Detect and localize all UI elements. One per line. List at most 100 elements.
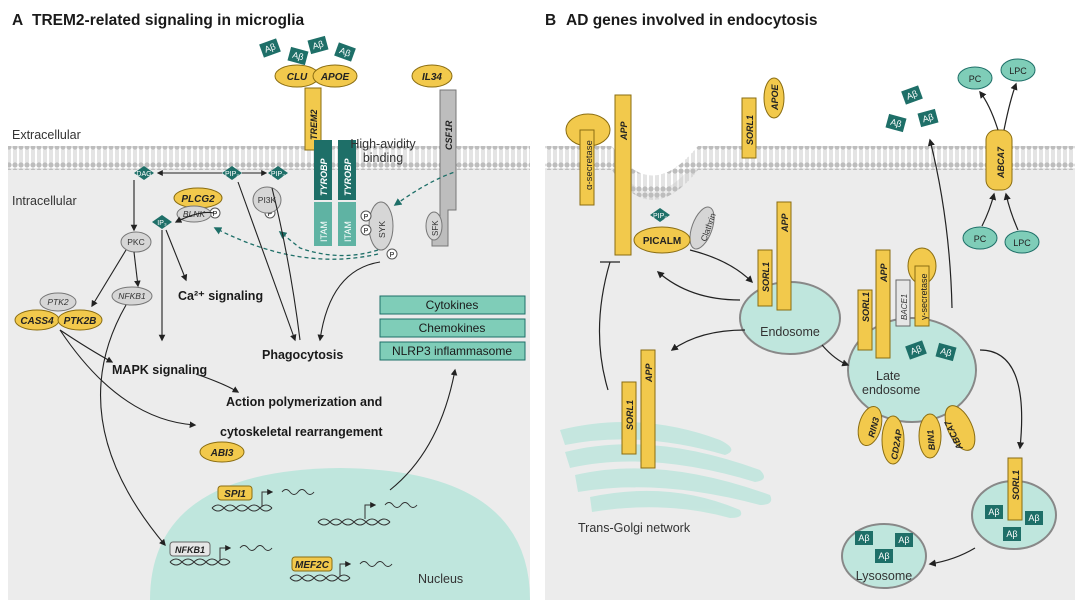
clu-label: CLU (287, 72, 308, 83)
alpha-secretase-label: α-secretase (584, 140, 595, 190)
abeta-extracellular-b: Aβ Aβ Aβ (885, 85, 939, 133)
app-golgi-label: APP (644, 362, 654, 383)
sorl1-surface (741, 97, 757, 159)
tyrobp-label-2: TYROBP (343, 158, 353, 197)
sorl1-golgi-label: SORL1 (625, 400, 635, 430)
lysosome-label: Lysosome (856, 569, 913, 583)
plcg2-label: PLCG2 (181, 194, 215, 205)
binding-label: binding (363, 151, 403, 165)
action-polymerization-label: Action polymerization and (226, 395, 382, 409)
phospho-sites: P P P P P (209, 207, 398, 260)
abeta-label: Aβ (291, 50, 304, 63)
ip3-molecule: IP₃ (152, 215, 172, 229)
nucleus-label: Nucleus (418, 572, 463, 586)
trafficking-arrows (598, 82, 1025, 567)
panel-b-title: AD genes involved in endocytosis (566, 12, 818, 29)
abeta-label: Aβ (1006, 529, 1017, 539)
abeta-label: Aβ (898, 535, 909, 545)
itam-1 (314, 202, 332, 246)
nfkb1-gene-label: NFKB1 (175, 545, 205, 555)
dag-label: DAG (136, 171, 151, 178)
abeta-label: Aβ (905, 88, 919, 101)
itam-2 (338, 202, 356, 246)
itam-label-1: ITAM (319, 221, 329, 242)
pkc-label: PKC (127, 237, 144, 247)
sorl1-late-label: SORL1 (861, 292, 871, 322)
panel-a-title: TREM2-related signaling in microglia (32, 12, 305, 29)
pc-in-label: PC (974, 234, 987, 244)
app-surface (614, 94, 632, 256)
ca-signaling-label: Ca²⁺ signaling (178, 289, 263, 303)
abeta-lysosome: Aβ Aβ Aβ (855, 531, 913, 563)
abeta-label: Aβ (338, 45, 352, 58)
syk-to-plcg2-arrow (213, 227, 379, 260)
lpc-out-label: LPC (1009, 66, 1027, 76)
sfk-protein (425, 211, 443, 241)
apoe-protein (312, 64, 358, 88)
nfkb1-gene (169, 541, 211, 557)
csf1r-label: CSF1R (444, 120, 454, 150)
app-late-label: APP (879, 262, 889, 283)
lpc-out (1000, 58, 1036, 82)
spi1-gene (217, 485, 253, 501)
signaling-arrows (59, 180, 458, 547)
cd2ap (881, 415, 905, 465)
apoe-b (763, 77, 785, 119)
cass4-label: CASS4 (20, 316, 54, 327)
pc-in (962, 226, 998, 250)
app-endosome (776, 201, 792, 311)
ptk2-protein (39, 292, 77, 312)
dna-strands (169, 489, 418, 582)
high-avidity-label: High-avidity (350, 137, 416, 151)
rin3 (857, 405, 883, 447)
intracellular-label: Intracellular (12, 194, 77, 208)
sorl1-late (857, 289, 873, 351)
late-label: Late (876, 369, 900, 383)
gamma-secretase-label: γ-secretase (919, 273, 929, 320)
ptk2b-protein (57, 309, 103, 331)
app-endo-label: APP (780, 212, 790, 233)
abca7-late (944, 405, 976, 451)
lpc-in-label: LPC (1013, 238, 1031, 248)
extracellular-label: Extracellular (12, 128, 81, 142)
nlrp3-label: NLRP3 inflammasome (392, 344, 512, 358)
chemokines-box (379, 318, 526, 338)
ip3-label: IP₃ (157, 220, 167, 227)
il34-label: IL34 (422, 72, 442, 83)
p-label: P (390, 252, 395, 259)
p-label: P (268, 211, 273, 218)
pkc-protein (120, 231, 152, 253)
cytokines-box (379, 295, 526, 315)
ptk2b-label: PTK2B (64, 316, 97, 327)
syk-label: SYK (377, 221, 387, 238)
abca7-surface (985, 129, 1013, 191)
abca7-surface-label: ABCA7 (996, 146, 1006, 179)
blnk-label: BLNK (183, 209, 206, 219)
pip2-b-label: PIP₂ (653, 213, 667, 220)
endosome-label: Endosome (760, 325, 820, 339)
bace1 (895, 279, 911, 327)
app-late (875, 249, 891, 359)
phagocytosis-label: Phagocytosis (262, 348, 343, 362)
mef2c-gene (291, 556, 333, 572)
sorl1-endosome (757, 249, 773, 307)
sorl1-endo-label: SORL1 (761, 262, 771, 292)
syk-to-pi3k-arrow (278, 231, 379, 257)
endosome-late-label: endosome (862, 383, 920, 397)
ptk2-label: PTK2 (47, 297, 69, 307)
picalm (633, 226, 691, 254)
cytokines-label: Cytokines (426, 298, 479, 312)
abeta-label: Aβ (1028, 513, 1039, 523)
abeta-label: Aβ (988, 507, 999, 517)
abeta-label: Aβ (263, 41, 277, 54)
panel-a-letter: A (12, 12, 23, 29)
abi3-label: ABI3 (210, 448, 234, 459)
abeta-label: Aβ (889, 117, 902, 130)
apoe-b-label: APOE (770, 83, 780, 111)
apoe-label: APOE (320, 72, 350, 83)
p-label: P (364, 228, 369, 235)
app-golgi (640, 349, 656, 469)
pi3k-protein (252, 186, 282, 214)
spi1-label: SPI1 (224, 489, 246, 500)
